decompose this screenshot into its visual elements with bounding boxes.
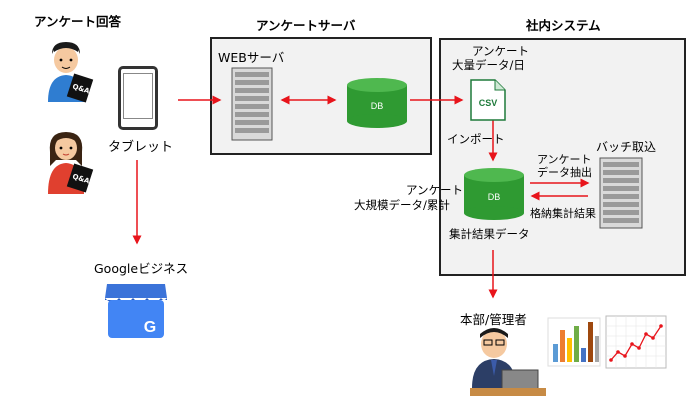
extract-label-2: データ抽出 (537, 166, 592, 179)
extract-label-1: アンケート (537, 153, 592, 166)
store-result-label: 格納集計結果 (530, 207, 596, 220)
import-label: インポート (447, 132, 505, 146)
csv-text: CSV (479, 98, 498, 108)
internal-system-box (439, 38, 686, 276)
batch-label: バッチ取込 (596, 140, 657, 154)
hq-manager-label: 本部/管理者 (460, 312, 527, 327)
tablet-label: タブレット (108, 140, 174, 155)
webserver-label: WEBサーバ (218, 50, 285, 65)
tablet-icon (118, 66, 158, 130)
svg-text:G: G (144, 319, 156, 336)
internal-system-heading: 社内システム (526, 18, 601, 33)
survey-volume-label-2: 大量データ/日 (452, 58, 525, 72)
large-data-label-1: アンケート (406, 183, 464, 197)
aggregate-data-label: 集計結果データ (449, 227, 530, 241)
survey-answer-heading: アンケート回答 (34, 14, 122, 29)
survey-server-heading: アンケートサーバ (256, 18, 356, 33)
db-text-server: DB (371, 101, 384, 111)
db-text-internal: DB (488, 192, 501, 202)
large-data-label-2: 大規模データ/累計 (354, 198, 450, 212)
google-business-label: Googleビジネス (94, 261, 189, 276)
survey-volume-label-1: アンケート (472, 44, 530, 58)
